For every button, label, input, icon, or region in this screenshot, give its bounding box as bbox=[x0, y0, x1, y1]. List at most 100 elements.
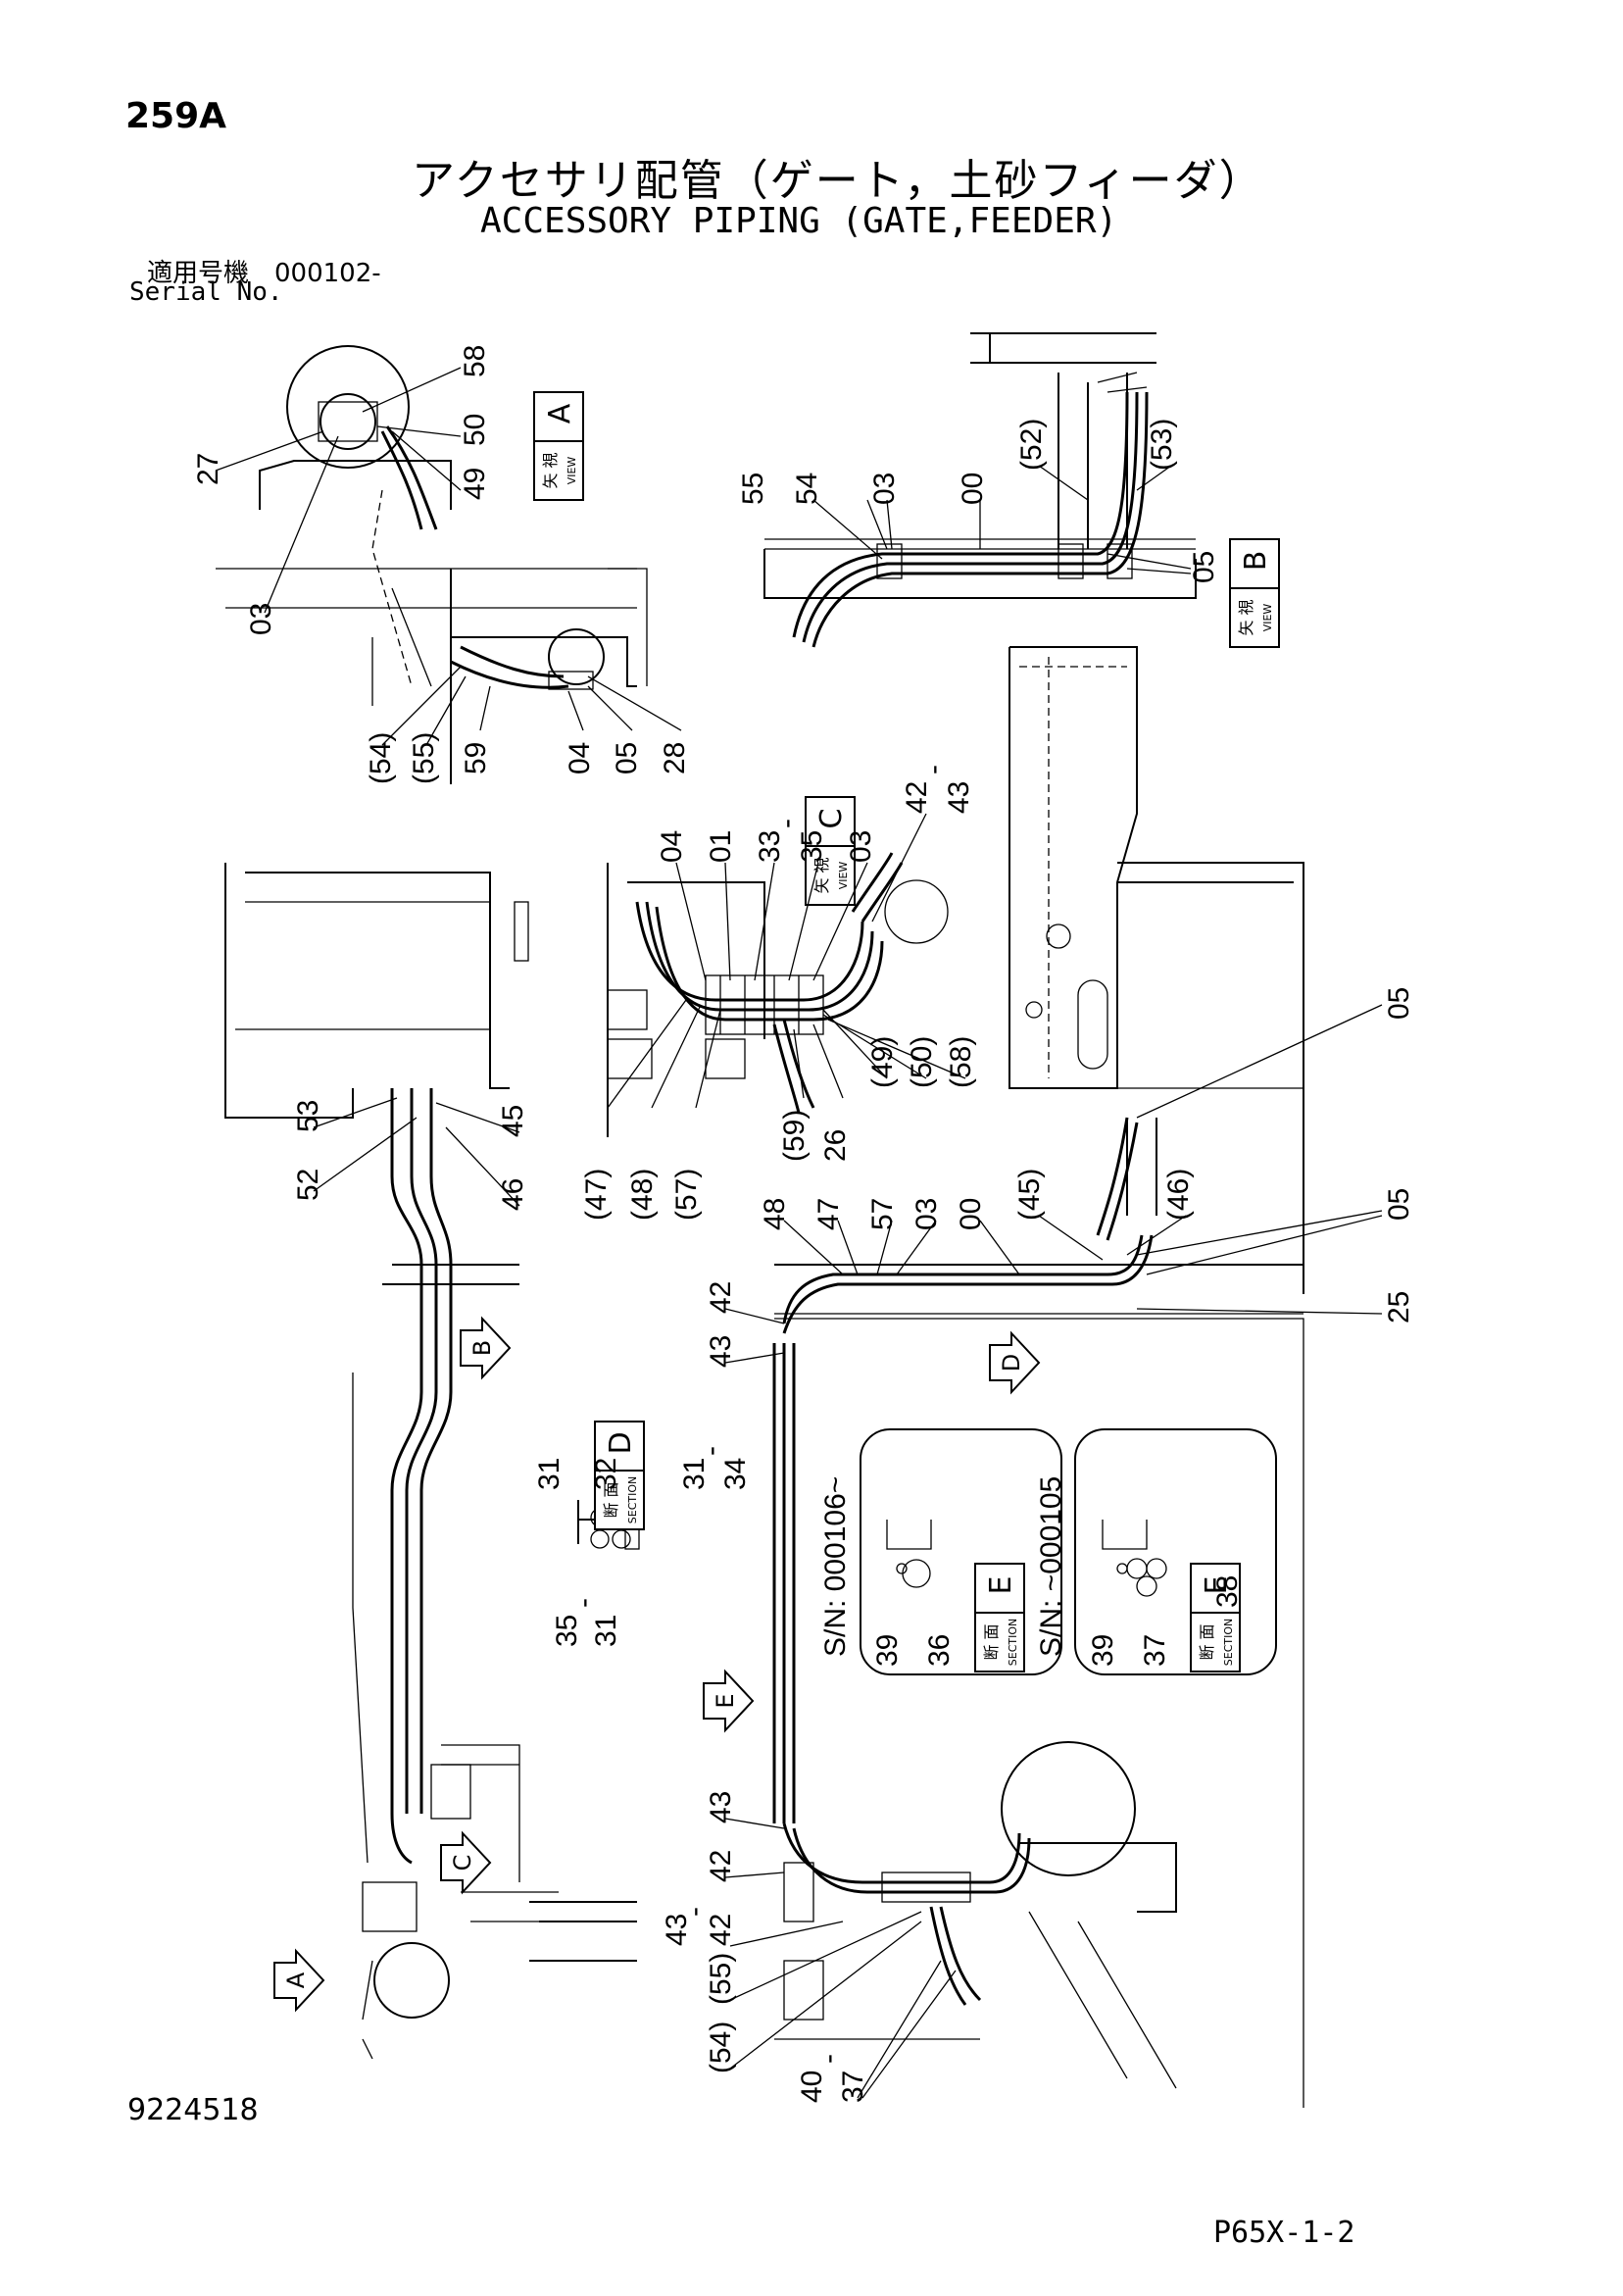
arrow-marker-e: E bbox=[703, 1669, 755, 1733]
title-japanese: アクセサリ配管（ゲート，土砂フィーダ） bbox=[412, 156, 1264, 206]
callout-a-49: 49 bbox=[459, 468, 491, 500]
page-number: 259A bbox=[125, 96, 227, 136]
callout-d-dash1: - bbox=[695, 1446, 727, 1456]
svg-text:断 面: 断 面 bbox=[982, 1623, 1001, 1660]
callout-b-52: (52) bbox=[1015, 419, 1048, 471]
callout-bottom-42b: 42 bbox=[705, 1914, 737, 1946]
callout-d-31a: 31 bbox=[533, 1458, 566, 1490]
callout-bottom-55: (55) bbox=[705, 1953, 737, 2005]
callout-right-46: (46) bbox=[1162, 1169, 1195, 1221]
callout-c-04: 04 bbox=[656, 830, 688, 863]
callout-c-01: 01 bbox=[705, 830, 737, 863]
callout-b-05: 05 bbox=[1188, 551, 1220, 583]
view-box-a: A 矢 視 VIEW bbox=[533, 391, 584, 501]
callout-d-31c: 31 bbox=[590, 1615, 622, 1647]
callout-a-04: 04 bbox=[564, 742, 596, 774]
callout-a-59: 59 bbox=[460, 742, 492, 774]
serial-label-english: Serial No. bbox=[129, 277, 283, 307]
svg-text:B: B bbox=[468, 1340, 496, 1356]
svg-text:SECTION: SECTION bbox=[1007, 1619, 1019, 1666]
view-box-b: B 矢 視 VIEW bbox=[1229, 538, 1280, 648]
serial-note-e1: S/N: 000106~ bbox=[819, 1476, 852, 1657]
callout-a-54: (54) bbox=[365, 732, 397, 784]
callout-c-59: (59) bbox=[778, 1110, 811, 1162]
callout-left-45: 45 bbox=[497, 1105, 529, 1137]
callout-c-57: (57) bbox=[670, 1169, 703, 1221]
svg-text:SECTION: SECTION bbox=[1222, 1619, 1235, 1666]
callout-d-31b: 31 bbox=[678, 1458, 711, 1490]
callout-right-48: 48 bbox=[759, 1198, 791, 1230]
callout-left-46: 46 bbox=[497, 1178, 529, 1211]
callout-left-53: 53 bbox=[292, 1100, 324, 1132]
callout-a-05: 05 bbox=[611, 742, 643, 774]
section-box-d: D 断 面 SECTION bbox=[594, 1421, 645, 1530]
svg-text:VIEW: VIEW bbox=[566, 457, 578, 485]
callout-c-58: (58) bbox=[945, 1036, 977, 1088]
callout-c-43: 43 bbox=[943, 781, 975, 814]
view-a-drawing bbox=[216, 345, 648, 784]
callout-right-43: 43 bbox=[705, 1335, 737, 1368]
serial-label-japanese: 適用号機 000102- bbox=[147, 259, 381, 288]
callout-b-55: 55 bbox=[737, 473, 769, 505]
callout-right-05a: 05 bbox=[1383, 987, 1415, 1020]
svg-text:E: E bbox=[712, 1693, 739, 1708]
callout-c-42: 42 bbox=[901, 781, 933, 814]
page-code: P65X-1-2 bbox=[1213, 2216, 1355, 2250]
callout-bottom-dash1: - bbox=[678, 1907, 711, 1917]
callout-c-35: 35 bbox=[796, 830, 828, 863]
view-box-c: C 矢 視 VIEW bbox=[805, 796, 856, 906]
svg-text:D: D bbox=[998, 1354, 1025, 1372]
callout-e-38: 38 bbox=[1211, 1575, 1244, 1608]
callout-bottom-43a: 43 bbox=[705, 1791, 737, 1823]
leader-lines bbox=[215, 367, 1383, 2099]
left-main-drawing bbox=[224, 863, 637, 2060]
svg-text:矢 視: 矢 視 bbox=[1237, 599, 1255, 635]
serial-note-e2: S/N: ~000105 bbox=[1035, 1476, 1067, 1657]
callout-d-dash2: - bbox=[567, 1598, 600, 1608]
arrow-marker-a: A bbox=[273, 1948, 325, 2013]
svg-text:E: E bbox=[1200, 1576, 1234, 1595]
callout-a-55: (55) bbox=[408, 732, 440, 784]
callout-b-03: 03 bbox=[868, 473, 901, 505]
callout-right-45: (45) bbox=[1013, 1169, 1046, 1221]
svg-text:SECTION: SECTION bbox=[626, 1476, 639, 1523]
callout-e-39b: 39 bbox=[1087, 1634, 1119, 1667]
svg-text:B: B bbox=[1239, 551, 1273, 572]
callout-b-54: 54 bbox=[791, 473, 823, 505]
callout-right-42: 42 bbox=[705, 1281, 737, 1314]
callout-d-34: 34 bbox=[719, 1458, 752, 1490]
drawing-number: 9224518 bbox=[127, 2093, 259, 2127]
callout-c-48: (48) bbox=[626, 1169, 659, 1221]
callout-c-33: 33 bbox=[754, 830, 786, 863]
callout-e-37: 37 bbox=[1139, 1634, 1171, 1667]
callout-a-58: 58 bbox=[459, 345, 491, 377]
svg-text:VIEW: VIEW bbox=[837, 862, 850, 890]
arrow-marker-d: D bbox=[989, 1330, 1041, 1395]
callout-left-52: 52 bbox=[292, 1169, 324, 1201]
svg-text:矢 視: 矢 視 bbox=[541, 452, 560, 488]
svg-text:E: E bbox=[984, 1576, 1018, 1595]
callout-bottom-dash2: - bbox=[812, 2054, 845, 2064]
callout-d-35: 35 bbox=[551, 1615, 583, 1647]
callout-c-dash2: - bbox=[917, 765, 950, 774]
callout-right-03: 03 bbox=[910, 1198, 943, 1230]
section-box-e1: E 断 面 SECTION bbox=[974, 1563, 1025, 1672]
callout-d-32: 32 bbox=[590, 1458, 622, 1490]
callout-c-dash1: - bbox=[770, 819, 803, 828]
view-c-drawing bbox=[607, 852, 949, 1137]
callout-bottom-43b: 43 bbox=[661, 1914, 693, 1946]
svg-text:VIEW: VIEW bbox=[1261, 604, 1274, 632]
callout-c-50: (50) bbox=[906, 1036, 938, 1088]
callout-e-39a: 39 bbox=[871, 1634, 904, 1667]
callout-e-36: 36 bbox=[923, 1634, 956, 1667]
svg-text:A: A bbox=[282, 1972, 310, 1988]
callout-c-26: 26 bbox=[819, 1129, 852, 1162]
svg-text:C: C bbox=[449, 1855, 476, 1872]
callout-right-25: 25 bbox=[1383, 1291, 1415, 1323]
callout-b-00: 00 bbox=[957, 473, 989, 505]
callout-right-05b: 05 bbox=[1383, 1188, 1415, 1221]
svg-text:A: A bbox=[543, 403, 577, 424]
callout-bottom-40: 40 bbox=[796, 2071, 828, 2103]
right-frame-drawing bbox=[772, 646, 1304, 2108]
